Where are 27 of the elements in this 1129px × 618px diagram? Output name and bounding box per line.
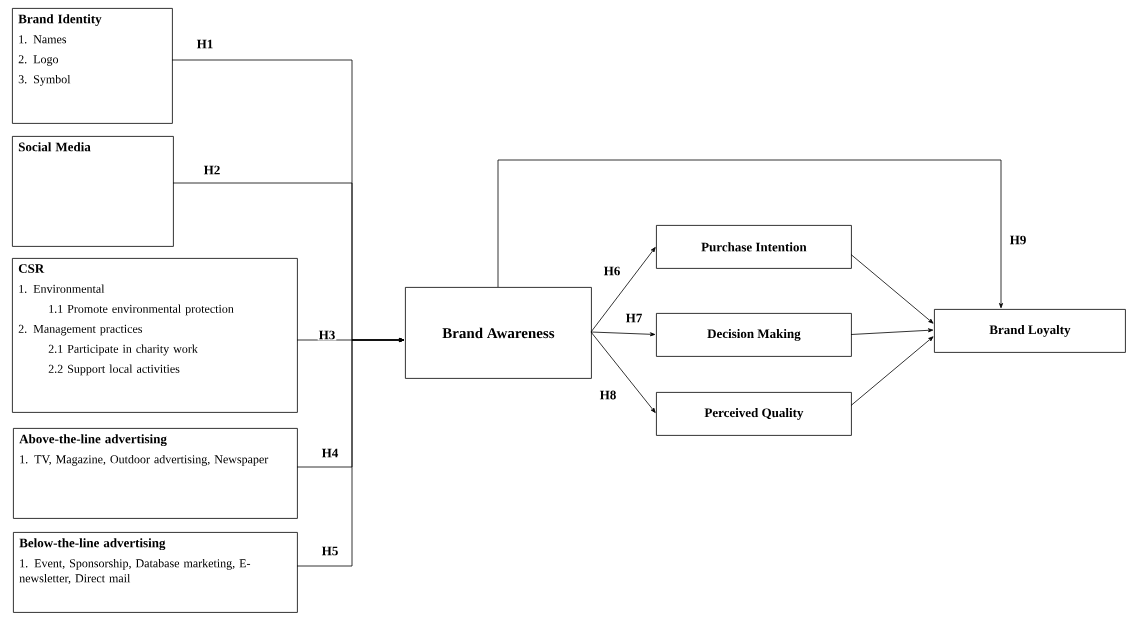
- edge-label: H5: [321, 546, 338, 556]
- arrow: [850, 254, 934, 324]
- edge-label: H4: [321, 448, 339, 458]
- arrow: [590, 331, 656, 413]
- construct-box: Perceived Quality: [656, 392, 852, 436]
- edge-label: H9: [1009, 235, 1026, 245]
- edge-label: H3: [318, 330, 335, 340]
- edge-label: H7: [625, 313, 642, 323]
- factor-box: Below-the-line advertising 1. Event, Sponsorship, Database marketing, E-newsletter, Direct mail: [13, 532, 298, 613]
- edge-label: H1: [196, 39, 213, 49]
- factor-box: Brand Identity 1. Names 2. Logo 3. Symbol: [12, 8, 173, 124]
- edge-label: H6: [603, 266, 620, 276]
- arrow: [296, 338, 405, 567]
- edge-label: H8: [599, 390, 616, 400]
- construct-box: Brand Awareness: [405, 287, 592, 379]
- construct-box: Purchase Intention: [656, 225, 852, 269]
- factor-box: Social Media: [12, 136, 174, 247]
- arrow: [590, 247, 656, 333]
- construct-box: Decision Making: [656, 313, 852, 357]
- factor-box: CSR 1. Environmental 1.1 Promote environmental protection 2. Management practices 2.1 Participate in charity work 2.2 Support local activities: [12, 258, 298, 413]
- edge-label: H2: [203, 165, 220, 175]
- construct-box: Brand Loyalty: [934, 309, 1126, 353]
- arrow: [850, 328, 934, 335]
- arrow: [497, 159, 1004, 309]
- arrow: [850, 336, 934, 406]
- arrow: [590, 331, 656, 337]
- factor-box: Above-the-line advertising 1. TV, Magazine, Outdoor advertising, Newspaper: [13, 428, 298, 519]
